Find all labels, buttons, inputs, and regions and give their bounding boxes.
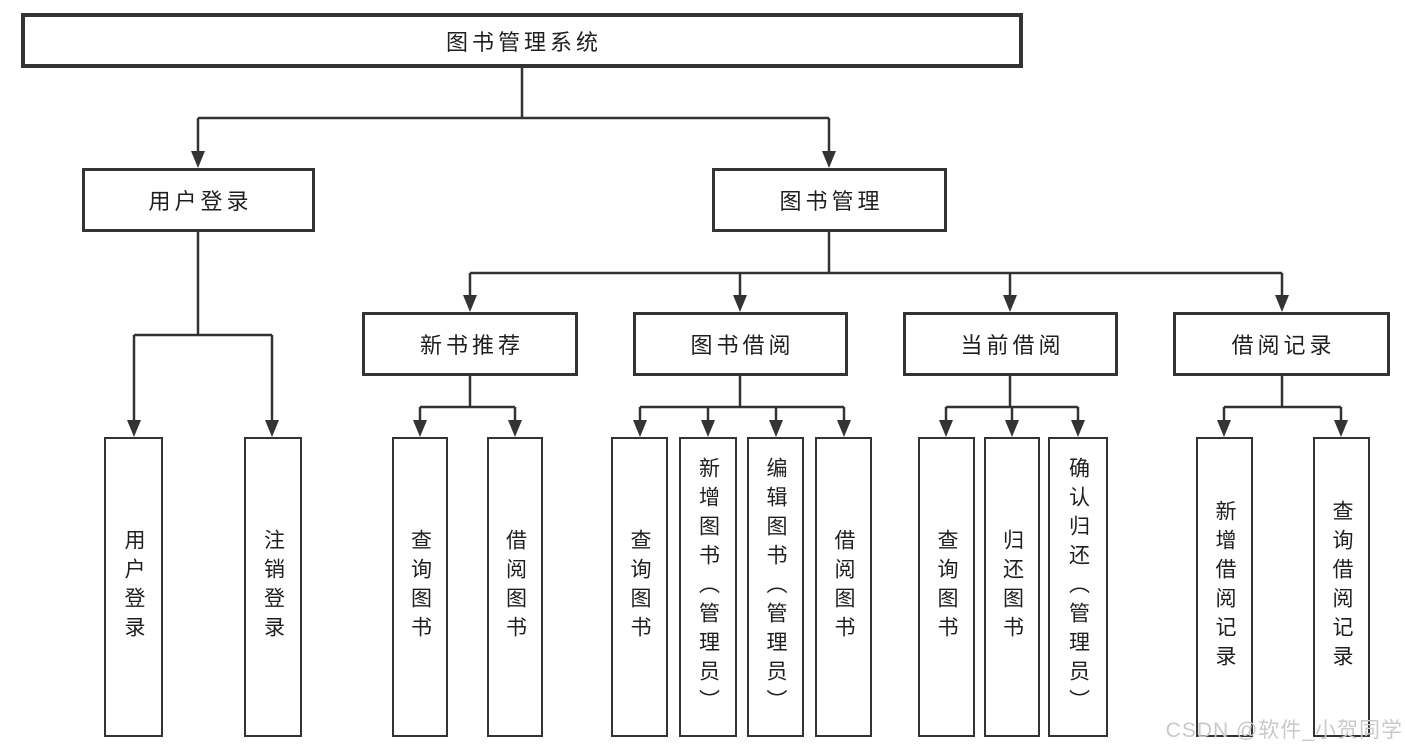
connector-lines [132, 68, 1343, 422]
csdn-watermark: CSDN @软件_小贺同学 [1165, 719, 1403, 742]
node-label: 查询图书 [935, 529, 958, 645]
node-borrow-books-2: 借阅图书 [815, 437, 872, 737]
node-label: 归还图书 [1000, 529, 1024, 645]
node-borrow-books-1: 借阅图书 [487, 437, 543, 737]
node-label: 编辑图书（管理员） [764, 456, 787, 718]
node-label: 新增借阅记录 [1213, 500, 1236, 674]
node-add-borrow-record: 新增借阅记录 [1196, 437, 1253, 737]
node-label: 注销登录 [261, 529, 285, 645]
node-label: 新增图书（管理员） [696, 456, 720, 718]
node-book-borrowing: 图书借阅 [633, 312, 848, 376]
node-label: 新书推荐 [419, 333, 524, 358]
node-user-login-leaf: 用户登录 [104, 437, 163, 737]
node-confirm-return-admin: 确认归还（管理员） [1048, 437, 1108, 737]
node-label: 用户登录 [148, 189, 253, 214]
node-label: 用户登录 [122, 529, 145, 645]
node-label: 借阅图书 [503, 529, 527, 645]
node-query-borrow-record: 查询借阅记录 [1313, 437, 1370, 737]
node-label: 查询图书 [628, 529, 651, 645]
node-logout: 注销登录 [244, 437, 302, 737]
node-book-management: 图书管理 [712, 168, 947, 232]
node-label: 确认归还（管理员） [1066, 456, 1090, 718]
node-label: 图书管理系统 [445, 29, 602, 55]
node-label: 借阅记录 [1231, 333, 1336, 358]
node-return-books: 归还图书 [984, 437, 1040, 737]
node-new-book-recommendation: 新书推荐 [362, 312, 578, 376]
node-query-books-1: 查询图书 [392, 437, 448, 737]
node-current-borrowing: 当前借阅 [903, 312, 1118, 376]
node-borrowing-records: 借阅记录 [1173, 312, 1390, 376]
node-edit-books-admin: 编辑图书（管理员） [747, 437, 804, 737]
node-user-login: 用户登录 [82, 168, 315, 232]
node-label: 查询图书 [408, 529, 432, 645]
node-query-books-2: 查询图书 [611, 437, 668, 737]
node-label: 查询借阅记录 [1330, 500, 1353, 674]
node-library-management-system: 图书管理系统 [21, 13, 1023, 68]
node-label: 图书借阅 [690, 333, 795, 358]
node-label: 当前借阅 [960, 333, 1065, 358]
node-label: 借阅图书 [832, 529, 855, 645]
node-add-books-admin: 新增图书（管理员） [679, 437, 737, 737]
node-label: 图书管理 [779, 189, 884, 214]
node-query-books-3: 查询图书 [918, 437, 975, 737]
